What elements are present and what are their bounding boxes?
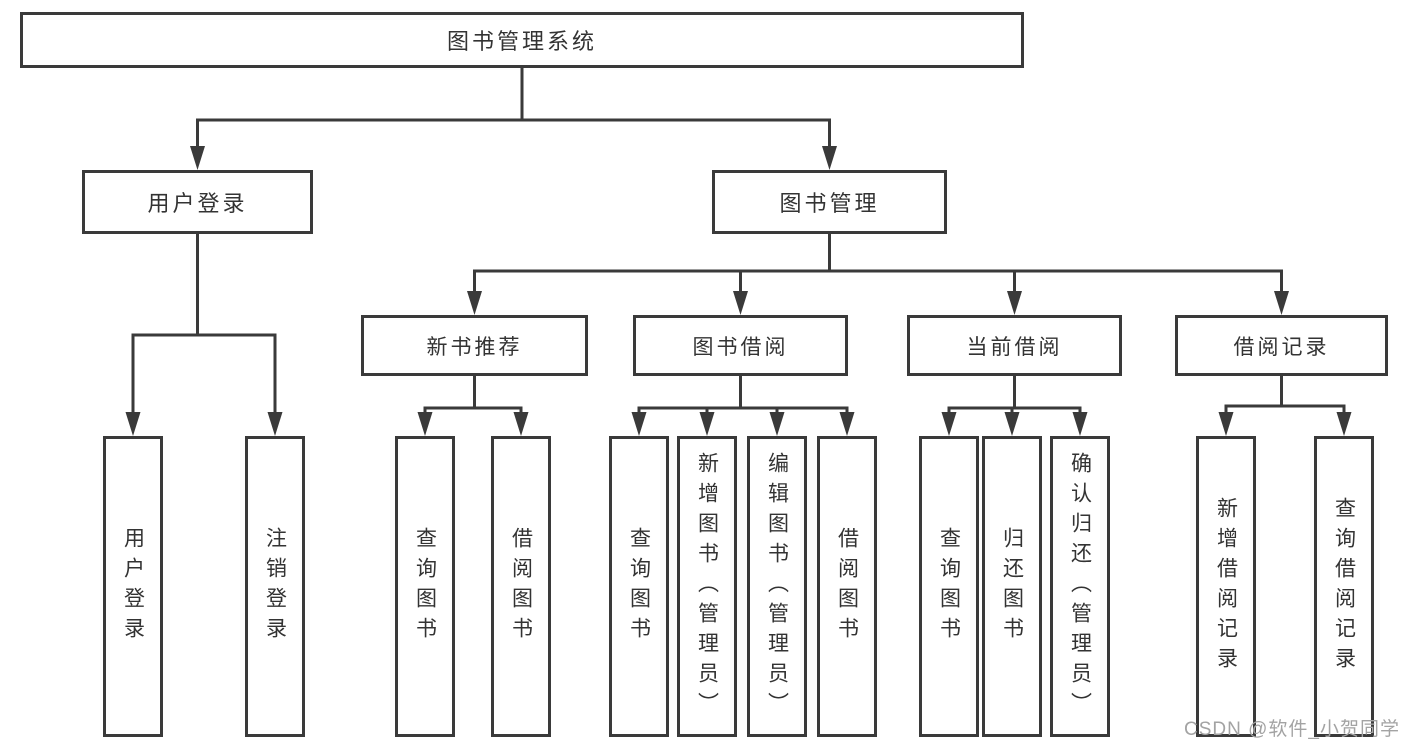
arrow-icon [190, 146, 205, 170]
connector-current-borrow [947, 376, 1082, 414]
leaf-user-login: 用户登录 [103, 436, 163, 737]
leaf-records-add: 新增借阅记录 [1196, 436, 1256, 737]
arrow-icon [822, 146, 837, 170]
arrow-icon [941, 412, 957, 436]
arrow-icon [267, 412, 283, 436]
node-user-login: 用户登录 [82, 170, 313, 234]
arrow-icon [417, 412, 433, 436]
arrow-icon [1218, 412, 1234, 436]
arrow-icon [769, 412, 785, 436]
arrow-icon [1007, 291, 1022, 315]
connector-borrow-records [1224, 376, 1346, 414]
arrow-icon [631, 412, 647, 436]
arrow-icon [125, 412, 141, 436]
leaf-records-query: 查询借阅记录 [1314, 436, 1374, 737]
connector-new-book [423, 376, 523, 414]
arrow-icon [1072, 412, 1088, 436]
leaf-borrow-query: 查询图书 [609, 436, 669, 737]
leaf-borrow-edit-admin: 编辑图书（管理员） [747, 436, 807, 737]
arrow-icon [467, 291, 482, 315]
leaf-current-query: 查询图书 [919, 436, 979, 737]
arrow-icon [699, 412, 715, 436]
node-new-book-recommend: 新书推荐 [361, 315, 588, 376]
connector-root [196, 66, 831, 148]
node-current-borrow: 当前借阅 [907, 315, 1122, 376]
leaf-logout: 注销登录 [245, 436, 305, 737]
arrow-icon [513, 412, 529, 436]
leaf-borrow-borrow: 借阅图书 [817, 436, 877, 737]
arrow-icon [839, 412, 855, 436]
node-root: 图书管理系统 [20, 12, 1024, 68]
arrow-icon [733, 291, 748, 315]
leaf-newbook-query: 查询图书 [395, 436, 455, 737]
watermark: CSDN @软件_小贺同学 [1184, 719, 1400, 740]
leaf-current-return: 归还图书 [982, 436, 1042, 737]
connector-user-login [131, 234, 277, 414]
node-borrow-records: 借阅记录 [1175, 315, 1388, 376]
leaf-borrow-add-admin: 新增图书（管理员） [677, 436, 737, 737]
node-book-borrow: 图书借阅 [633, 315, 848, 376]
node-book-management: 图书管理 [712, 170, 947, 234]
leaf-current-confirm-admin: 确认归还（管理员） [1050, 436, 1110, 737]
connector-book-mgmt [473, 234, 1283, 293]
connector-book-borrow [637, 376, 849, 414]
arrow-icon [1004, 412, 1020, 436]
leaf-newbook-borrow: 借阅图书 [491, 436, 551, 737]
arrow-icon [1336, 412, 1352, 436]
arrow-icon [1274, 291, 1289, 315]
